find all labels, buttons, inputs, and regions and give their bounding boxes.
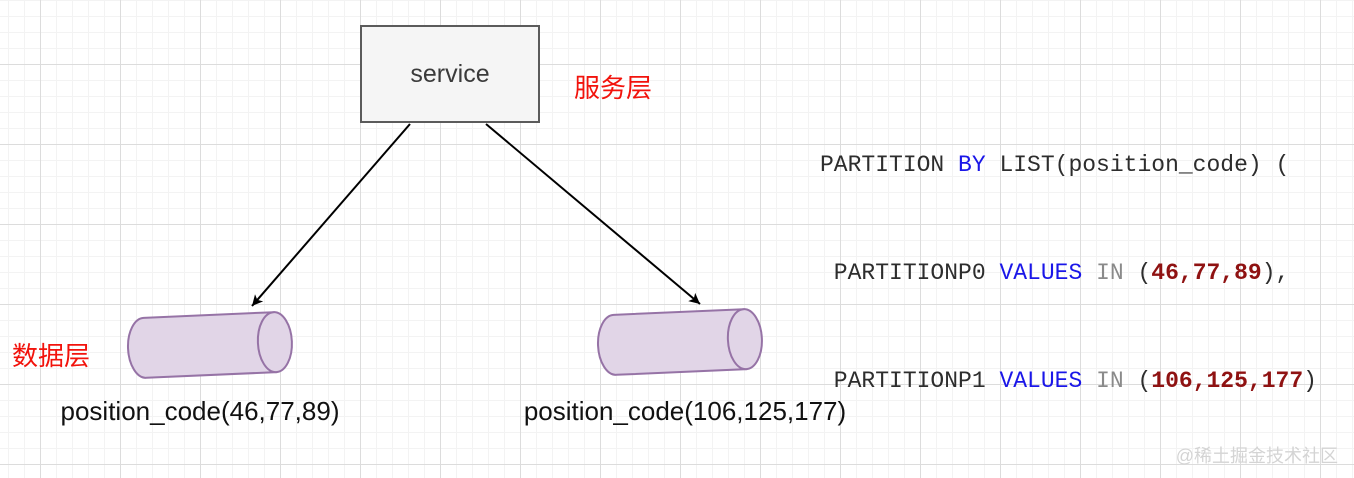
- code-token-number: 46,77,89: [1151, 260, 1262, 286]
- code-line: PARTITIONP0 VALUES IN (46,77,89),: [820, 255, 1317, 291]
- arrow-service-to-partition0: [251, 123, 411, 307]
- code-token: [1082, 368, 1096, 394]
- code-line: PARTITION BY LIST(position_code) (: [820, 147, 1317, 183]
- data-layer-label: 数据层: [12, 341, 91, 371]
- cylinder-partition1-label: position_code(106,125,177): [523, 396, 847, 426]
- partition-sql-code: PARTITION BY LIST(position_code) ( PARTI…: [820, 75, 1317, 478]
- code-line: PARTITIONP1 VALUES IN (106,125,177): [820, 363, 1317, 399]
- code-token: PARTITION: [820, 152, 959, 178]
- code-token: PARTITIONP1: [820, 368, 1000, 394]
- code-token: ): [1303, 368, 1317, 394]
- code-token: ): [820, 476, 848, 478]
- code-token: (: [1123, 260, 1152, 286]
- service-node-label: service: [410, 59, 490, 88]
- cylinder-partition1: [596, 308, 763, 376]
- code-token-keyword: BY: [958, 152, 986, 178]
- code-token: LIST(position_code) (: [985, 152, 1290, 178]
- code-token: ),: [1261, 260, 1290, 286]
- arrow-service-to-partition1: [485, 123, 701, 305]
- cylinder-partition0-label: position_code(46,77,89): [60, 396, 340, 426]
- code-token: [1082, 260, 1096, 286]
- service-layer-label: 服务层: [574, 73, 653, 103]
- code-token-keyword: VALUES: [999, 260, 1083, 286]
- code-token-operator: IN: [1096, 260, 1124, 286]
- code-token: (: [1123, 368, 1152, 394]
- watermark-text: @稀土掘金技术社区: [1175, 446, 1338, 466]
- service-node: service: [360, 25, 540, 123]
- code-line: ): [820, 471, 1317, 478]
- cylinder-partition0: [126, 311, 293, 379]
- code-token-number: 106,125,177: [1151, 368, 1304, 394]
- code-token-keyword: VALUES: [999, 368, 1083, 394]
- code-token-operator: IN: [1096, 368, 1124, 394]
- code-token: PARTITIONP0: [820, 260, 1000, 286]
